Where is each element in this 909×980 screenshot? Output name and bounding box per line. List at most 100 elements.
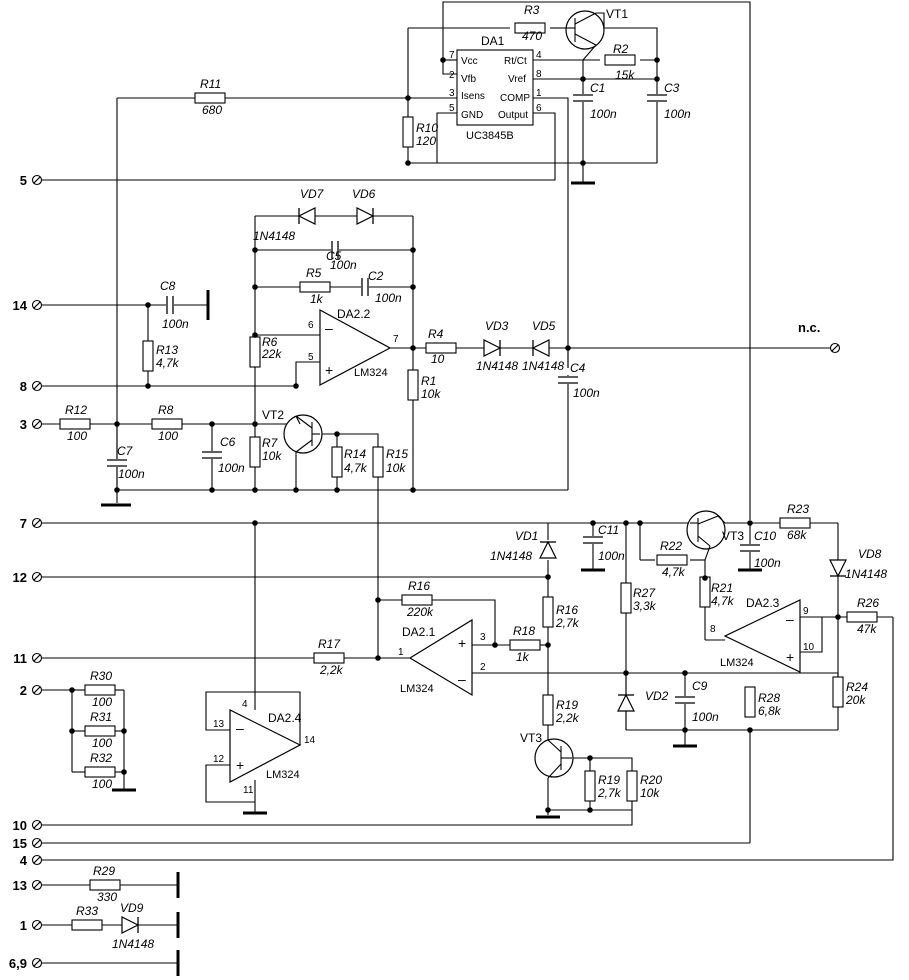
inverting-sign: – xyxy=(458,671,466,687)
junction-dot xyxy=(375,597,381,603)
noninverting-sign: + xyxy=(458,635,466,651)
resistor-body xyxy=(194,92,226,104)
resistor-ref: R28 xyxy=(758,691,780,705)
resistor-ref: R1 xyxy=(421,374,436,388)
transistor-label: VT2 xyxy=(262,408,284,422)
resistor-ref: R29 xyxy=(93,864,115,878)
resistor-value: 330 xyxy=(97,890,117,904)
resistor-r2: R2 15k xyxy=(604,42,636,82)
capacitor-value: 100n xyxy=(598,549,625,563)
transistor-vt2: VT2 xyxy=(262,408,323,454)
diode-triangle xyxy=(356,207,375,225)
resistor-body xyxy=(142,340,154,372)
diode-ref: VD9 xyxy=(120,901,144,915)
terminal-6-9: 6,9 xyxy=(9,956,43,971)
opamp-ref: DA2.2 xyxy=(337,307,371,321)
resistor-value: 6,8k xyxy=(758,704,782,718)
diode-triangle xyxy=(617,693,635,712)
terminal-label: 8 xyxy=(20,379,27,394)
resistor-ref: R11 xyxy=(200,77,221,91)
resistor-ref: R8 xyxy=(158,403,174,417)
resistor-ref: R10 xyxy=(416,121,438,135)
resistor-ref: R24 xyxy=(846,680,868,694)
diode-triangle xyxy=(483,339,502,357)
opamp-da24: – + DA2.4 LM324 4 13 12 11 14 xyxy=(213,699,316,796)
junction-dot xyxy=(114,421,120,427)
junction-dot xyxy=(252,421,258,427)
junction-dot xyxy=(410,345,416,351)
pin-number: 13 xyxy=(213,719,225,730)
pin-number: 4 xyxy=(536,50,542,61)
resistor-ref: R13 xyxy=(156,343,178,357)
pin-name: Vcc xyxy=(461,56,478,67)
resistor-body xyxy=(331,446,343,478)
resistor-value: 22k xyxy=(261,347,282,361)
diodes: VD11N4148VD2VD31N4148VD51N4148VD6VD71N41… xyxy=(112,187,887,951)
terminal-7: 7 xyxy=(20,516,43,531)
capacitor-value: 100n xyxy=(692,710,719,724)
transistor-vt3-bottom: VT3 xyxy=(520,731,574,779)
pin-name: Rt/Ct xyxy=(504,56,527,67)
pin-number: 10 xyxy=(803,642,815,653)
terminal-2: 2 xyxy=(20,683,43,698)
junction-dot xyxy=(410,247,416,253)
diode-ref: VD1 xyxy=(515,529,538,543)
pin-number: 12 xyxy=(213,754,225,765)
opamp-part: LM324 xyxy=(266,769,300,781)
junction-dot xyxy=(252,487,258,493)
ground-symbols xyxy=(101,181,762,976)
resistor-value: 220k xyxy=(406,605,434,619)
diode-ref: VD7 xyxy=(300,187,325,201)
diode-triangle xyxy=(539,540,557,559)
resistor-ref: R31 xyxy=(90,710,112,724)
resistor-r33: R33 xyxy=(71,904,103,931)
junction-dot xyxy=(545,807,551,813)
pin-number: 6 xyxy=(536,103,542,114)
junction-dot xyxy=(410,284,416,290)
resistor-body xyxy=(299,281,331,293)
opamp-triangle xyxy=(408,618,473,697)
junction-dot xyxy=(69,728,75,734)
resistor-value: 15k xyxy=(615,68,635,82)
capacitor-ref: C8 xyxy=(160,279,176,293)
resistor-value: 100 xyxy=(92,777,112,791)
opamp-part: LM324 xyxy=(720,657,754,669)
resistor-value: 120 xyxy=(416,134,436,148)
terminal-label: 4 xyxy=(20,853,28,868)
junction-dot xyxy=(114,487,120,493)
junction-dot xyxy=(623,670,629,676)
resistor-value: 20k xyxy=(845,693,866,707)
resistor-ref: R26 xyxy=(857,596,879,610)
pin-number: 5 xyxy=(308,352,314,363)
resistor-ref: R2 xyxy=(613,42,629,56)
pin-number: 1 xyxy=(536,88,542,99)
pin-name: Vfb xyxy=(461,74,476,85)
junction-dot xyxy=(835,614,841,620)
junction-dot xyxy=(145,383,151,389)
resistor-body xyxy=(832,676,844,708)
inverting-sign: – xyxy=(325,320,333,336)
resistor-body xyxy=(425,342,457,354)
diode-value: 1N4148 xyxy=(522,359,564,373)
resistor-ref: R21 xyxy=(711,581,733,595)
junction-dot xyxy=(545,642,551,648)
resistor-value: 10k xyxy=(386,461,406,475)
